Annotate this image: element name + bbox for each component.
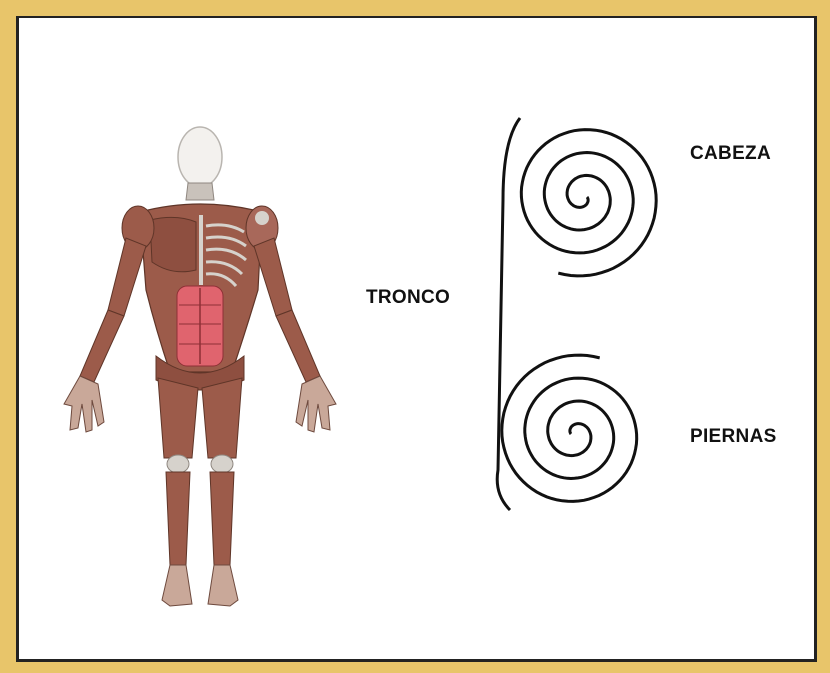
neck-shape bbox=[186, 183, 214, 200]
trunk-label: TRONCO bbox=[366, 287, 450, 309]
left-forearm-shape bbox=[80, 310, 124, 382]
legs-label: PIERNAS bbox=[690, 426, 777, 448]
left-foot-shape bbox=[162, 565, 192, 606]
right-forearm-shape bbox=[276, 310, 320, 382]
left-knee-shape bbox=[167, 455, 189, 473]
abdominal-muscles-shape bbox=[177, 286, 223, 366]
right-knee-shape bbox=[211, 455, 233, 473]
left-lower-leg-shape bbox=[166, 472, 190, 565]
right-thigh-shape bbox=[202, 378, 242, 458]
right-upper-arm-shape bbox=[254, 238, 292, 316]
left-thigh-shape bbox=[158, 378, 198, 458]
head-label: CABEZA bbox=[690, 143, 771, 165]
left-pectoral-shape bbox=[150, 217, 196, 271]
right-foot-shape bbox=[208, 565, 238, 606]
right-lower-leg-shape bbox=[210, 472, 234, 565]
head-shape bbox=[178, 127, 222, 187]
muscular-body-illustration bbox=[64, 127, 336, 606]
legs-spiral-shape bbox=[502, 355, 637, 501]
left-upper-arm-shape bbox=[108, 238, 146, 316]
left-hand-shape bbox=[64, 376, 104, 432]
right-hand-shape bbox=[296, 376, 336, 432]
shoulder-joint-shape bbox=[255, 211, 269, 225]
trunk-line-shape bbox=[497, 118, 520, 510]
spiral-schematic bbox=[497, 118, 656, 510]
head-spiral-shape bbox=[521, 130, 656, 276]
